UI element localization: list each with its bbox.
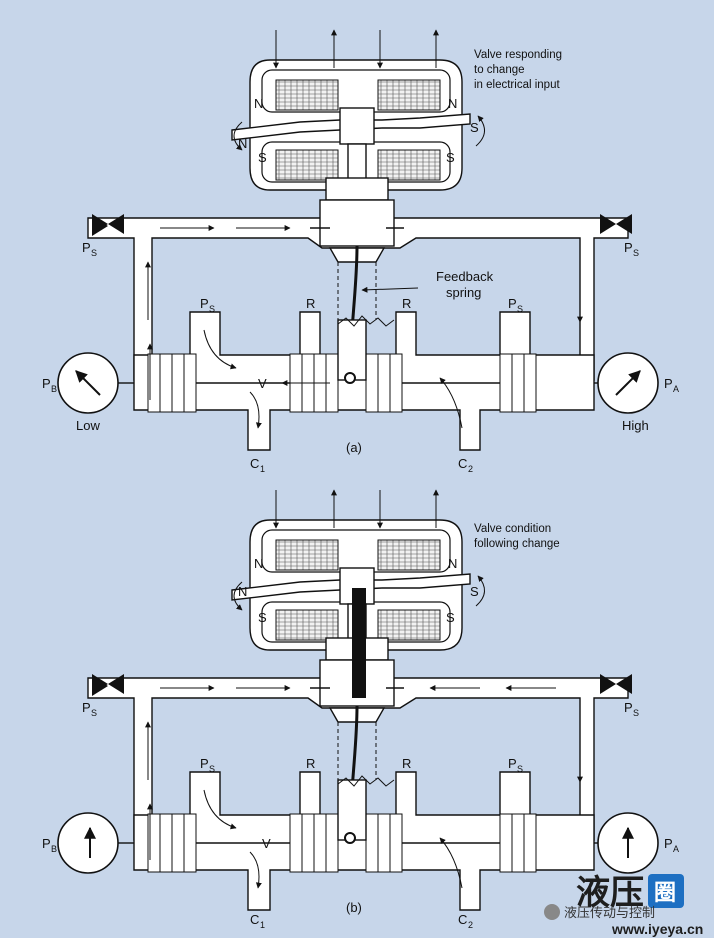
- note-line-2-a: to change: [474, 64, 525, 76]
- spool-velocity-a: V: [258, 376, 267, 391]
- pole-top-left-a: N: [254, 96, 263, 111]
- spool-velocity-b: V: [262, 836, 271, 851]
- svg-text:C: C: [250, 456, 259, 471]
- watermark-logo: 液压: [576, 873, 644, 913]
- pole-bottom-right-b: S: [446, 610, 455, 625]
- svg-text:1: 1: [260, 464, 265, 474]
- flapper-neutral-b: [352, 588, 366, 698]
- feedback-label-1: Feedback: [436, 269, 494, 284]
- feedback-label-2: spring: [446, 285, 481, 300]
- svg-text:P: P: [508, 756, 517, 771]
- pole-arm-right-b: S: [470, 584, 479, 599]
- svg-text:P: P: [82, 240, 91, 255]
- watermark-logo-box: [648, 874, 684, 908]
- gauge-b-needle-a: [75, 370, 101, 396]
- caption-b: (b): [346, 900, 362, 915]
- port-r-right-a: R: [402, 296, 411, 311]
- note-line-1-b: Valve condition: [474, 523, 551, 535]
- svg-text:S: S: [91, 708, 97, 718]
- pole-arm-left-b: N: [238, 584, 247, 599]
- svg-text:S: S: [517, 764, 523, 774]
- svg-text:C: C: [458, 456, 467, 471]
- svg-text:2: 2: [468, 464, 473, 474]
- pole-top-right-b: N: [448, 556, 457, 571]
- svg-text:P: P: [508, 296, 517, 311]
- svg-text:P: P: [82, 700, 91, 715]
- svg-text:P: P: [664, 376, 673, 391]
- pole-arm-left-a: N: [238, 136, 247, 151]
- svg-text:P: P: [200, 756, 209, 771]
- svg-text:P: P: [664, 836, 673, 851]
- port-r-left-b: R: [306, 756, 315, 771]
- svg-text:1: 1: [260, 920, 265, 930]
- valve-body-a: [58, 30, 658, 450]
- svg-text:B: B: [51, 844, 57, 854]
- svg-text:P: P: [624, 240, 633, 255]
- svg-text:P: P: [42, 376, 51, 391]
- note-line-3-a: in electrical input: [474, 79, 560, 91]
- labels-a: N N S S N S Valve responding to change i…: [42, 49, 679, 474]
- pole-bottom-left-b: S: [258, 610, 267, 625]
- pole-top-left-b: N: [254, 556, 263, 571]
- labels-b: N N S S N S Valve condition following ch…: [42, 523, 679, 930]
- svg-text:S: S: [517, 304, 523, 314]
- svg-text:S: S: [209, 764, 215, 774]
- pole-bottom-left-a: S: [258, 150, 267, 165]
- note-line-1-a: Valve responding: [474, 49, 562, 61]
- gauge-a-label: High: [622, 418, 649, 433]
- port-r-left-a: R: [306, 296, 315, 311]
- pole-arm-right-a: S: [470, 120, 479, 135]
- port-r-right-b: R: [402, 756, 411, 771]
- gauge-b-label: Low: [76, 418, 100, 433]
- diagram-a: N N S S N S Valve responding to change i…: [42, 30, 679, 474]
- watermark: 液压 圈 液压传动与控制 www.iyeya.cn: [544, 873, 703, 937]
- svg-text:C: C: [250, 912, 259, 927]
- pole-top-right-a: N: [448, 96, 457, 111]
- svg-text:B: B: [51, 384, 57, 394]
- watermark-name: 液压传动与控制: [564, 905, 655, 920]
- pole-bottom-right-a: S: [446, 150, 455, 165]
- svg-text:S: S: [91, 248, 97, 258]
- svg-text:C: C: [458, 912, 467, 927]
- watermark-url: www.iyeya.cn: [611, 921, 703, 937]
- caption-a: (a): [346, 440, 362, 455]
- svg-text:A: A: [673, 844, 679, 854]
- diagram-b: N N S S N S Valve condition following ch…: [42, 490, 679, 930]
- note-line-2-b: following change: [474, 538, 560, 550]
- wechat-icon: [544, 904, 560, 920]
- feedback-pointer: [361, 286, 419, 293]
- valve-body-b: [58, 490, 658, 910]
- svg-text:S: S: [209, 304, 215, 314]
- watermark-logo-box-text: 圈: [654, 881, 676, 906]
- svg-text:A: A: [673, 384, 679, 394]
- svg-text:P: P: [624, 700, 633, 715]
- svg-text:P: P: [42, 836, 51, 851]
- svg-text:S: S: [633, 708, 639, 718]
- svg-text:2: 2: [468, 920, 473, 930]
- svg-text:P: P: [200, 296, 209, 311]
- svg-text:S: S: [633, 248, 639, 258]
- gauge-a-needle-a: [615, 370, 641, 396]
